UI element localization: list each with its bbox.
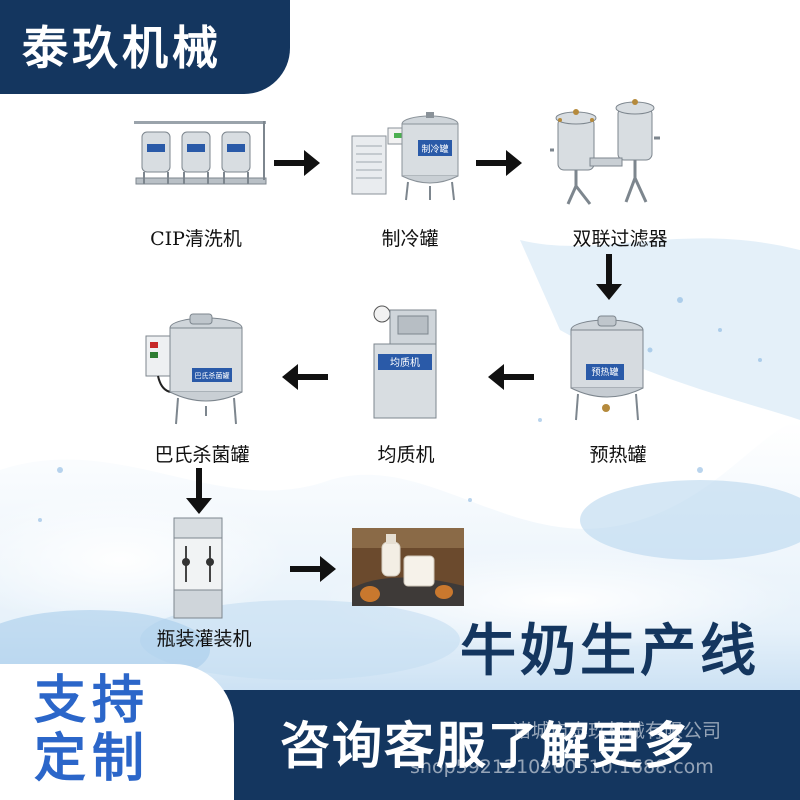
arrow-down-icon [186, 468, 212, 514]
customization-line-1: 支持 [34, 671, 151, 731]
pasteur-nameplate: 巴氏杀菌罐 [195, 371, 230, 380]
cooling-nameplate: 制冷罐 [421, 143, 448, 155]
customization-text: 支持 定制 [34, 672, 184, 788]
step-label-cooling-tank: 制冷罐 [381, 228, 439, 250]
step-label-duplex-filter: 双联过滤器 [572, 228, 668, 250]
headline-title: 牛奶生产线 [460, 619, 760, 684]
bottle-filling-machine-icon [173, 517, 223, 619]
preheating-tank-icon: 预热罐 [570, 315, 644, 421]
arrow-left-icon [488, 364, 534, 390]
arrow-down-icon [596, 254, 622, 300]
preheat-nameplate: 预热罐 [591, 366, 618, 378]
step-label-filling-machine: 瓶装灌装机 [156, 628, 252, 650]
step-label-preheating: 预热罐 [589, 444, 647, 466]
watermark-url: shop5921210260510.1688.com [410, 756, 714, 778]
step-label-homogenizer: 均质机 [377, 444, 435, 466]
consult-cta: 咨询客服了解更多 [280, 717, 696, 775]
step-label-cip: CIP清洗机 [150, 228, 242, 250]
cooling-tank-icon: 制冷罐 [351, 112, 459, 201]
homogenizer-nameplate: 均质机 [390, 356, 420, 369]
arrow-left-icon [282, 364, 328, 390]
cip-cleaning-machine-icon [134, 121, 267, 185]
milk-bottle-photo-icon [352, 528, 464, 606]
customization-badge [0, 664, 234, 800]
duplex-filter-icon [550, 99, 660, 205]
brand-banner [0, 0, 290, 94]
pasteurization-tank-icon: 巴氏杀菌罐 [145, 313, 243, 425]
arrow-right-icon [290, 556, 336, 582]
homogenizer-icon: 均质机 [373, 305, 437, 419]
arrow-right-icon [476, 150, 522, 176]
customization-line-2: 定制 [34, 729, 151, 789]
watermark-company: 诸城市泰玖机械有限公司 [512, 720, 722, 742]
brand-name: 泰玖机械 [22, 21, 222, 75]
step-label-pasteurization: 巴氏杀菌罐 [154, 444, 250, 466]
arrow-right-icon [274, 150, 320, 176]
